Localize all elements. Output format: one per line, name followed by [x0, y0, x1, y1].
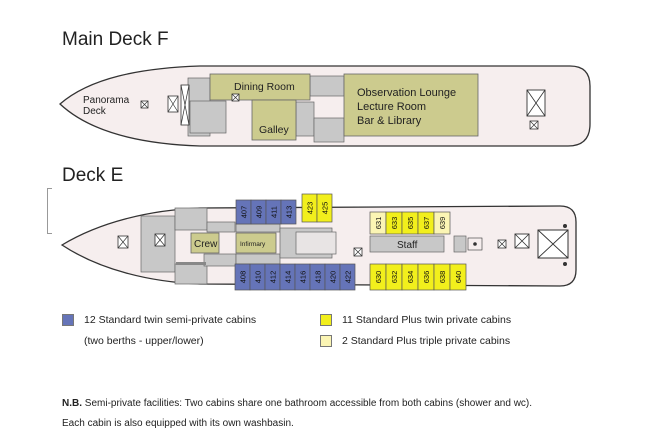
galley-label: Galley: [259, 124, 290, 136]
infirmary-room: [235, 232, 277, 254]
infirmary-label: Infirmary: [240, 241, 266, 248]
legend-plus-twin: 11 Standard Plus twin private cabins: [320, 314, 511, 326]
cabin-number: 407: [240, 206, 249, 219]
deck-f-plan: Panorama Deck Dining Room Galley Observa…: [59, 65, 591, 147]
bollard-icon: [563, 262, 567, 266]
service-area: [174, 207, 208, 231]
fan-icon: [473, 242, 477, 246]
nb-label: N.B.: [62, 398, 82, 409]
cabin-number: 410: [254, 271, 263, 284]
service-area: [235, 223, 281, 233]
cabin-number: 420: [329, 271, 338, 284]
bar-library-label: Bar & Library: [357, 115, 422, 127]
cabin-number: 632: [390, 271, 399, 284]
nb-text: Semi-private facilities: Two cabins shar…: [84, 398, 533, 409]
cabin-number: 630: [374, 271, 383, 284]
cabins-plus-top-aft: 631 633 635 637 639: [369, 211, 451, 235]
deck-f-title: Main Deck F: [62, 29, 169, 50]
cabin-639: [433, 211, 451, 235]
legend-swatch-plus-triple: [320, 335, 332, 347]
cabin-number: 635: [406, 217, 415, 230]
panorama-label: Panorama: [83, 95, 130, 106]
galley: [251, 99, 297, 141]
deck-f-service-block: [295, 101, 315, 137]
legend-plus-triple-label: 2 Standard Plus triple private cabins: [342, 335, 511, 347]
cabins-semi-bottom: 408 410 412 414 416 418 420 422: [234, 263, 356, 291]
service-area: [235, 253, 281, 265]
cabin-number: 409: [255, 206, 264, 219]
cabin-number: 423: [306, 202, 315, 215]
legend-semi-label: 12 Standard twin semi-private cabins: [84, 314, 257, 326]
cabin-number: 637: [422, 217, 431, 230]
dining-room-label: Dining Room: [234, 81, 295, 93]
edge-mark: [47, 188, 52, 234]
cabins-plus-top-near: 423 425: [301, 193, 333, 223]
cabin-number: 411: [270, 206, 279, 218]
cabin-425: [316, 193, 333, 223]
cabin-422: [339, 263, 356, 291]
service-area: [174, 263, 208, 285]
cabin-number: 634: [406, 271, 415, 284]
staff-area: [369, 235, 445, 253]
cabin-number: 422: [344, 271, 353, 284]
service-area: [206, 221, 236, 233]
service-area: [203, 253, 237, 267]
lecture-label: Lecture Room: [357, 101, 426, 113]
lounge-label: Observation Lounge: [357, 87, 456, 99]
cabin-number: 633: [390, 217, 399, 230]
cabin-number: 413: [285, 206, 294, 219]
crew-label: Crew: [194, 239, 218, 250]
staff-area: [453, 235, 467, 253]
cabin-number: 418: [314, 271, 323, 284]
panorama-label: Deck: [83, 106, 107, 117]
service-area: [176, 262, 206, 265]
cabin-number: 638: [438, 271, 447, 284]
cabins-plus-bottom: 630 632 634 636 638 640: [369, 263, 467, 291]
deck-f-service-block: [313, 117, 345, 143]
hatch-icon: [467, 237, 483, 251]
deck-f-service-block: [189, 100, 227, 134]
deck-e-title: Deck E: [62, 165, 124, 186]
cabin-number: 416: [299, 271, 308, 284]
washbasin-note: Each cabin is also equipped with its own…: [62, 418, 294, 429]
cabins-semi-top: 407 409 411 413: [235, 199, 297, 225]
cabin-number: 408: [239, 271, 248, 284]
cabin-640: [449, 263, 467, 291]
legend-plus-triple: 2 Standard Plus triple private cabins: [320, 335, 510, 347]
cabin-number: 414: [284, 271, 293, 284]
legend-plus-twin-label: 11 Standard Plus twin private cabins: [342, 314, 512, 326]
cabin-number: 425: [321, 202, 330, 215]
nb-note: N.B. Semi-private facilities: Two cabins…: [62, 398, 532, 409]
legend-semi-sub: (two berths - upper/lower): [84, 335, 204, 347]
service-area: [295, 231, 337, 255]
staff-label: Staff: [397, 240, 418, 251]
cabin-number: 412: [269, 271, 278, 284]
legend-semi-sub-label: (two berths - upper/lower): [84, 335, 204, 347]
observation-lounge: [343, 73, 479, 137]
cabin-number: 636: [422, 271, 431, 284]
crew-room: [190, 232, 220, 254]
cabin-number: 631: [374, 217, 383, 230]
cabin-number: 639: [438, 217, 447, 230]
deck-f-service-block: [309, 75, 345, 97]
cabin-413: [280, 199, 297, 225]
legend-semi: 12 Standard twin semi-private cabins: [62, 314, 256, 326]
bollard-icon: [563, 224, 567, 228]
cabin-number: 640: [454, 271, 463, 284]
legend-swatch-semi: [62, 314, 74, 326]
deck-e-plan: 407 409 411 413 408 410 412 414 416 418 420 422 42…: [60, 193, 577, 291]
legend-swatch-plus-twin: [320, 314, 332, 326]
